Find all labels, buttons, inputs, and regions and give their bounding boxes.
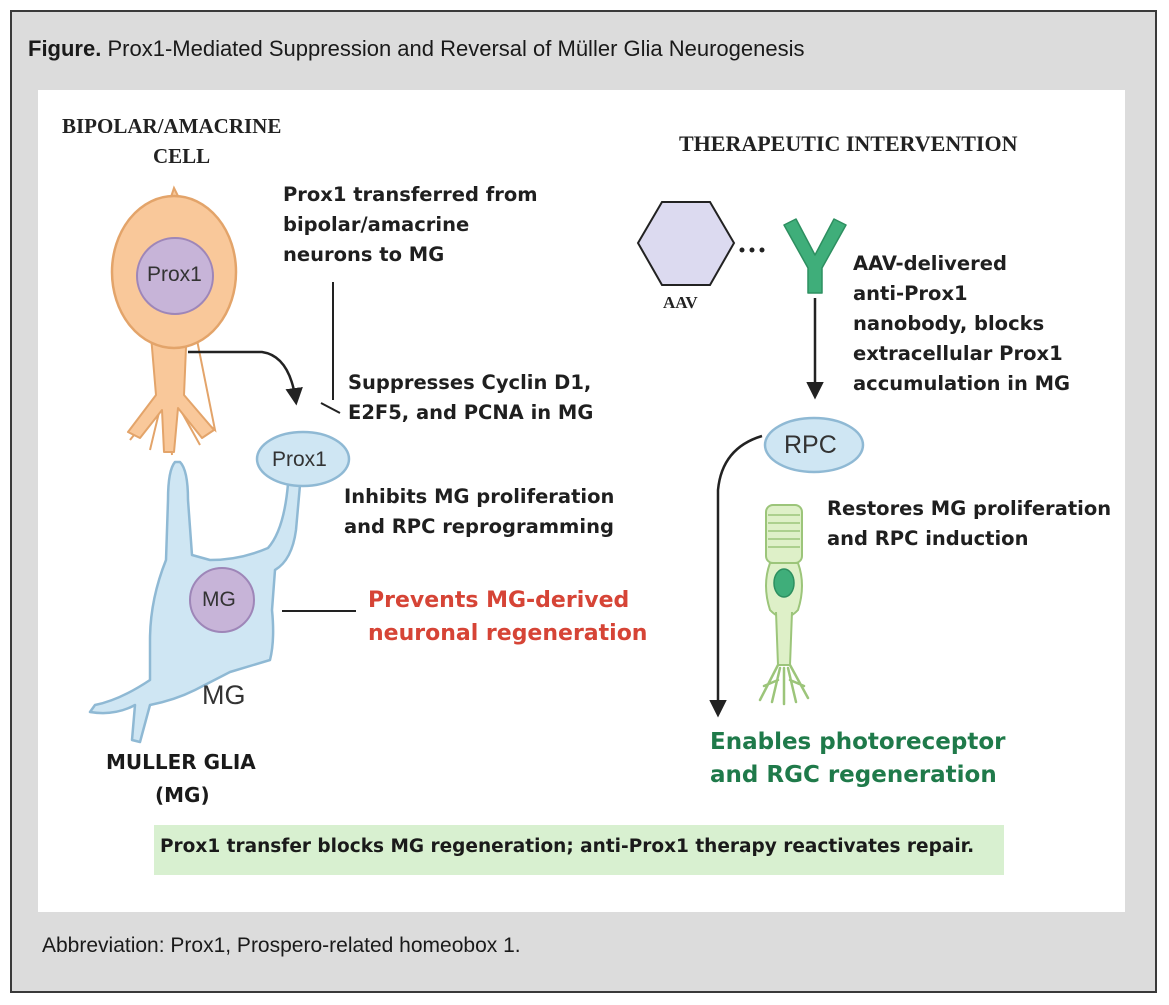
mg-nucleus-label: MG: [202, 588, 236, 611]
suppress-text-line2: E2F5, and PCNA in MG: [348, 401, 594, 424]
summary-banner: Prox1 transfer blocks MG regeneration; a…: [154, 825, 1004, 875]
muller-glia-title-line1: MULLER GLIA: [106, 750, 256, 774]
therapeutic-title: THERAPEUTIC INTERVENTION: [679, 131, 1018, 156]
suppress-text-line1: Suppresses Cyclin D1,: [348, 371, 592, 394]
prox1-nucleus-label: Prox1: [147, 263, 202, 286]
prevent-text-line1: Prevents MG-derived: [368, 588, 630, 613]
bipolar-neuron: [110, 185, 238, 456]
nanobody-icon: [783, 218, 847, 294]
prox1-bubble: [255, 430, 351, 488]
transfer-text-line3: neurons to MG: [283, 243, 445, 266]
transfer-text-line2: bipolar/amacrine: [283, 213, 470, 236]
ellipsis-dots-icon: [739, 247, 765, 253]
bipolar-title-line1: BIPOLAR/AMACRINE: [62, 114, 282, 138]
figure-caption: Figure. Prox1-Mediated Suppression and R…: [28, 36, 805, 62]
prevent-text-line2: neuronal regeneration: [368, 621, 648, 646]
inhibit-text-line1: Inhibits MG proliferation: [344, 485, 615, 508]
photoreceptor-cell: [758, 504, 810, 706]
transfer-text-line1: Prox1 transferred from: [283, 183, 538, 206]
inhibition-bar: [320, 402, 341, 414]
aav-text-line1: AAV-delivered: [853, 252, 1007, 275]
restore-text-line2: and RPC induction: [827, 527, 1029, 550]
caption-prefix: Figure.: [28, 36, 102, 61]
prox1-bubble-label: Prox1: [272, 448, 327, 471]
regeneration-arrow: [709, 434, 763, 718]
enable-text-line2: and RGC regeneration: [710, 762, 997, 788]
bipolar-title-line2: CELL: [153, 144, 211, 168]
transfer-arrow: [188, 350, 303, 406]
aav-text-line2: anti-Prox1: [853, 282, 968, 305]
aav-text-line3: nanobody, blocks: [853, 312, 1045, 335]
muller-glia-title-line2: (MG): [155, 783, 210, 807]
enable-text-line1: Enables photoreceptor: [710, 729, 1006, 755]
aav-hexagon-icon: [636, 201, 736, 286]
aav-label: AAV: [663, 293, 698, 312]
inhibit-text-line2: and RPC reprogramming: [344, 515, 614, 538]
aav-text-line4: extracellular Prox1: [853, 342, 1063, 365]
rpc-bubble: [763, 416, 865, 474]
restore-text-line1: Restores MG proliferation: [827, 497, 1112, 520]
abbreviation-note: Abbreviation: Prox1, Prospero-related ho…: [42, 934, 521, 957]
aav-text-line5: accumulation in MG: [853, 372, 1071, 395]
mg-cell-label: MG: [202, 680, 246, 710]
caption-title: Prox1-Mediated Suppression and Reversal …: [107, 36, 805, 61]
muller-glia-cell: [88, 460, 302, 744]
rpc-label: RPC: [784, 431, 837, 459]
summary-text: Prox1 transfer blocks MG regeneration; a…: [160, 836, 975, 857]
